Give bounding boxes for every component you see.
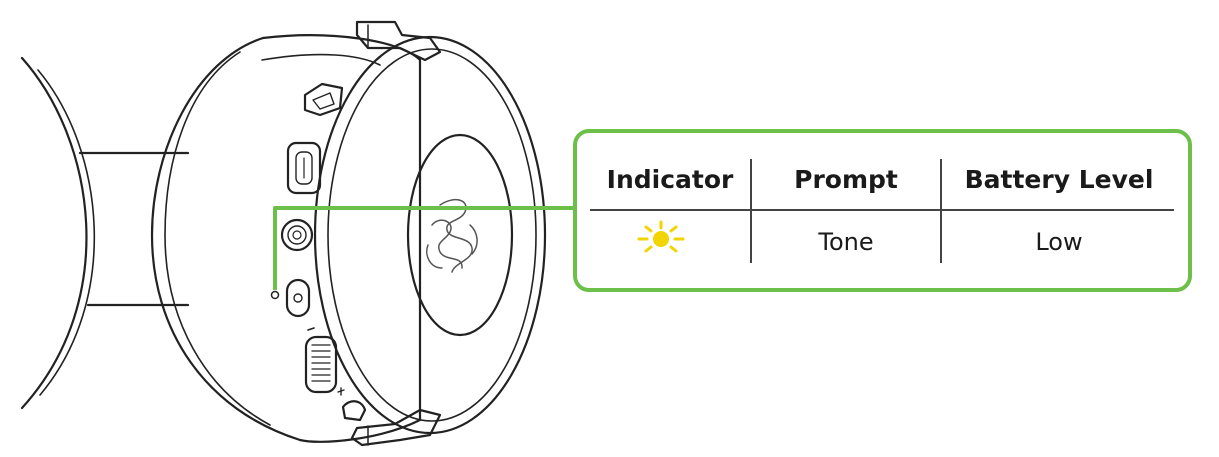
callout-leader-line [273, 206, 573, 290]
battery-level-value: Low [1035, 228, 1083, 256]
mic-mute-button [341, 400, 367, 422]
earcup-back-shell [150, 36, 302, 442]
headband-arc [20, 56, 88, 410]
table-header-rule [590, 209, 1174, 211]
headband-inner-arc [37, 69, 96, 396]
audio-jack [280, 218, 314, 252]
header-battery-level: Battery Level [964, 165, 1154, 194]
earcup-back-shell-inner [164, 51, 271, 426]
led-blink-yellow-icon [637, 220, 685, 253]
volume-plus [337, 387, 345, 396]
header-indicator: Indicator [606, 165, 734, 194]
volume-minus [307, 327, 315, 331]
prompt-value: Tone [818, 228, 874, 256]
power-button [285, 278, 311, 318]
volume-wheel [304, 335, 338, 394]
led-indicator [270, 290, 280, 300]
header-prompt: Prompt [794, 165, 898, 194]
earcup-outer-face-ring [327, 48, 537, 422]
yoke-bottom [350, 408, 442, 447]
earcup-side-body [261, 34, 422, 443]
mic-port [303, 82, 344, 117]
table-divider-2 [940, 159, 942, 263]
logo-plate [406, 133, 514, 337]
yoke-top [355, 20, 442, 62]
razer-logo-icon [426, 198, 478, 273]
earcup-outer-face [313, 35, 547, 435]
table-divider-1 [750, 159, 752, 263]
earcup-rim [261, 53, 381, 66]
usb-c-port [286, 141, 322, 195]
callout-table-box [573, 129, 1192, 292]
